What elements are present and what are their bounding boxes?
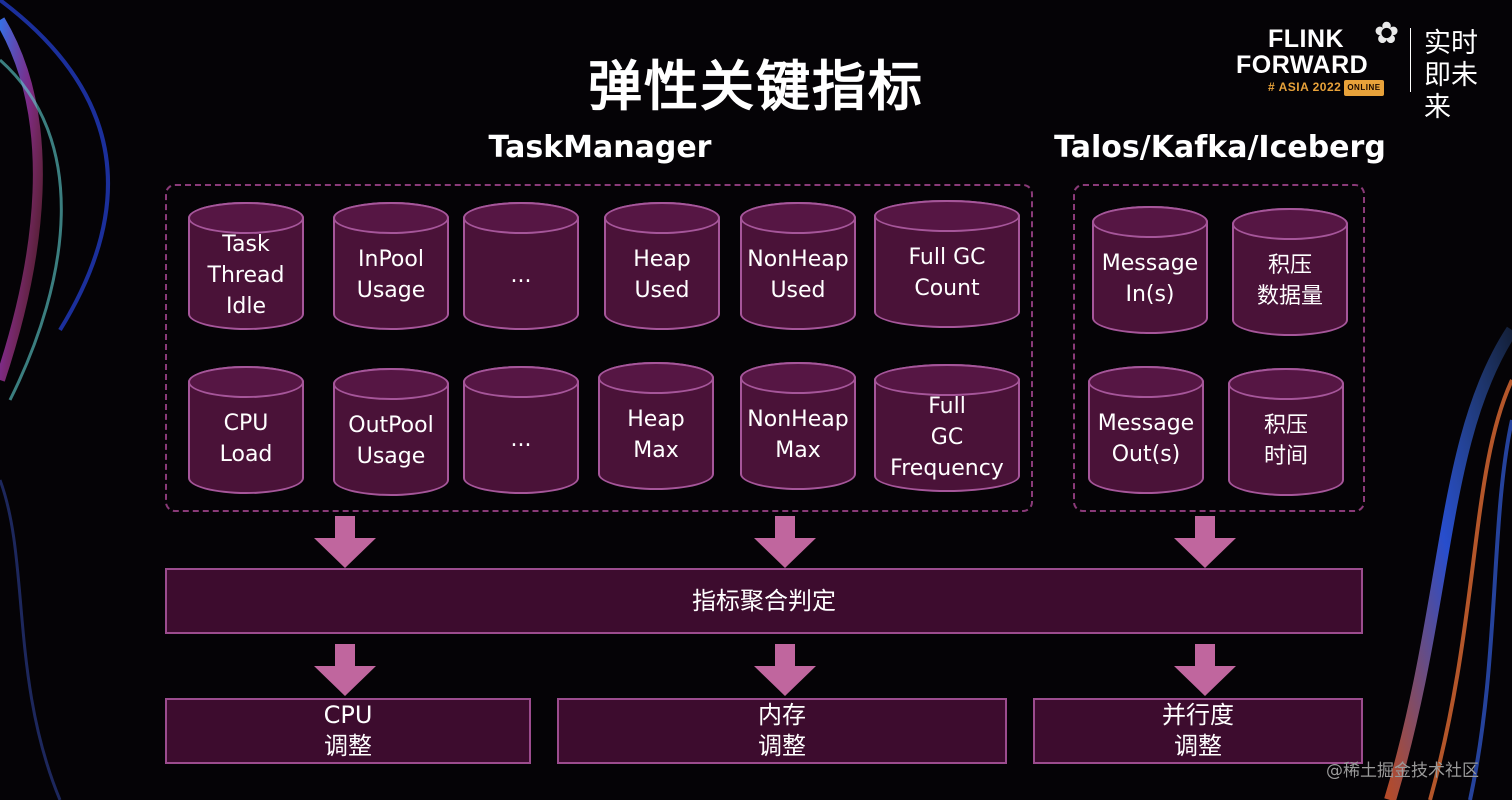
arrow-down-icon — [1174, 516, 1236, 568]
cylinder-backlog-size: 积压 数据量 — [1232, 208, 1348, 336]
metric-label: ... — [510, 426, 532, 452]
metric-label: Heap Used — [633, 247, 691, 303]
logo-slogan: 实时即未来 — [1424, 28, 1478, 123]
taskmanager-label: TaskManager — [488, 130, 712, 165]
metric-label: 积压 数据量 — [1256, 253, 1323, 309]
metric-label: Task Thread Idle — [207, 231, 285, 319]
metric-label: Full GC Count — [908, 245, 986, 301]
output-memory-adjust: 内存 调整 — [557, 698, 1007, 764]
taskmanager-group — [165, 184, 1033, 512]
metric-label: NonHeap Max — [747, 407, 849, 463]
cylinder-nonheap-used: NonHeap Used — [740, 202, 856, 330]
logo-divider — [1410, 28, 1411, 92]
cylinder-outpool-usage: OutPool Usage — [333, 368, 449, 496]
arrow-down-icon — [314, 516, 376, 568]
cylinder-message-out: Message Out(s) — [1088, 366, 1204, 494]
source-group — [1073, 184, 1365, 512]
cylinder-heap-max: Heap Max — [598, 362, 714, 490]
page-title: 弹性关键指标 — [588, 55, 924, 118]
metric-label: CPU Load — [219, 411, 273, 467]
cylinder-task-thread-idle: Task Thread Idle — [188, 202, 304, 330]
metric-label: 积压 时间 — [1263, 413, 1308, 469]
logo-line-flink: FLINK — [1268, 25, 1345, 53]
output-cpu-adjust: CPU 调整 — [165, 698, 531, 764]
metric-label: InPool Usage — [356, 247, 426, 303]
online-badge: ONLINE — [1344, 80, 1384, 96]
cylinder-backlog-time: 积压 时间 — [1228, 368, 1344, 496]
cylinder-heap-used: Heap Used — [604, 202, 720, 330]
output-parallelism-adjust: 并行度 调整 — [1033, 698, 1363, 764]
metric-label: Message Out(s) — [1097, 411, 1195, 467]
metric-label: ... — [510, 262, 532, 288]
arrow-down-icon — [754, 516, 816, 568]
cylinder-full-gc-frequency: Full GC Frequency — [874, 364, 1020, 492]
cylinder-inpool-usage: InPool Usage — [333, 202, 449, 330]
cylinder-message-in: Message In(s) — [1092, 206, 1208, 334]
logo-line-forward: FORWARD — [1236, 51, 1369, 79]
metric-label: NonHeap Used — [747, 247, 849, 303]
logo-year: # ASIA 2022 — [1268, 80, 1342, 95]
cylinder-nonheap-max: NonHeap Max — [740, 362, 856, 490]
source-label: Talos/Kafka/Iceberg — [1054, 130, 1386, 165]
cylinder-ellipsis-1: ... — [463, 202, 579, 330]
metric-aggregation-bar: 指标聚合判定 — [165, 568, 1363, 634]
cylinder-ellipsis-2: ... — [463, 366, 579, 494]
metric-label: Full GC Frequency — [890, 393, 1004, 481]
arrow-down-icon — [314, 644, 376, 696]
squirrel-logo-icon: ✿ — [1374, 16, 1400, 51]
cylinder-cpu-load: CPU Load — [188, 366, 304, 494]
arrow-down-icon — [1174, 644, 1236, 696]
cylinder-full-gc-count: Full GC Count — [874, 200, 1020, 328]
arrow-down-icon — [754, 644, 816, 696]
metric-label: OutPool Usage — [348, 413, 434, 469]
metric-label: Message In(s) — [1101, 251, 1199, 307]
metric-label: Heap Max — [627, 407, 685, 463]
watermark: @稀土掘金技术社区 — [1326, 761, 1479, 781]
